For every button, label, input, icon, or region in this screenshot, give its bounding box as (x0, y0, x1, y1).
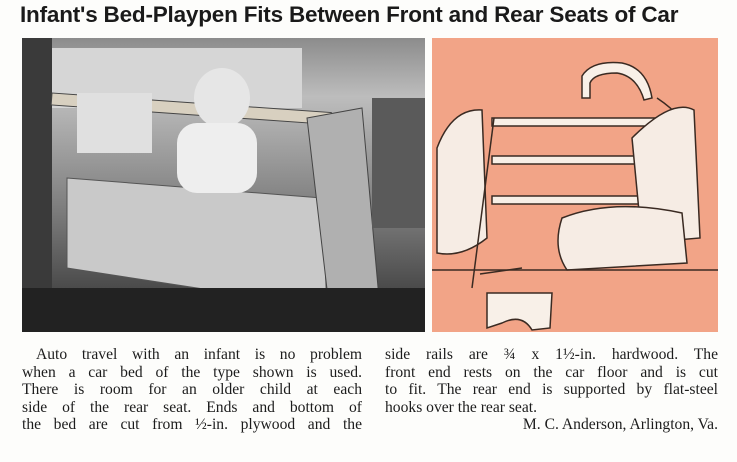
author-byline: M. C. Anderson, Arlington, Va. (522, 416, 718, 434)
body-line: side of the rear seat. Ends and bottom o… (22, 398, 362, 416)
body-line: side rails are ¾ x 1½-in. hardwood. The (385, 346, 718, 363)
body-line: Auto travel with an infant is no problem (36, 346, 362, 363)
body-line: front end rests on the car floor and is … (385, 363, 718, 381)
body-line: There is room for an older child at each (22, 381, 362, 399)
body-line: hooks over the rear seat. (385, 398, 537, 416)
photo-infant-in-car-bed (22, 38, 425, 332)
body-line: when a car bed of the type shown is used… (22, 363, 362, 381)
diagram-bed-between-seats (432, 38, 718, 332)
article-body-left-column: Auto travel with an infant is no problem… (22, 346, 362, 434)
body-line: to fit. The rear end is supported by fla… (385, 381, 718, 399)
body-line: the bed are cut from ½-in. plywood and t… (22, 416, 362, 434)
article-body-right-column: side rails are ¾ x 1½-in. hardwood. The … (385, 346, 718, 434)
article-title: Infant's Bed-Playpen Fits Between Front … (20, 2, 679, 27)
